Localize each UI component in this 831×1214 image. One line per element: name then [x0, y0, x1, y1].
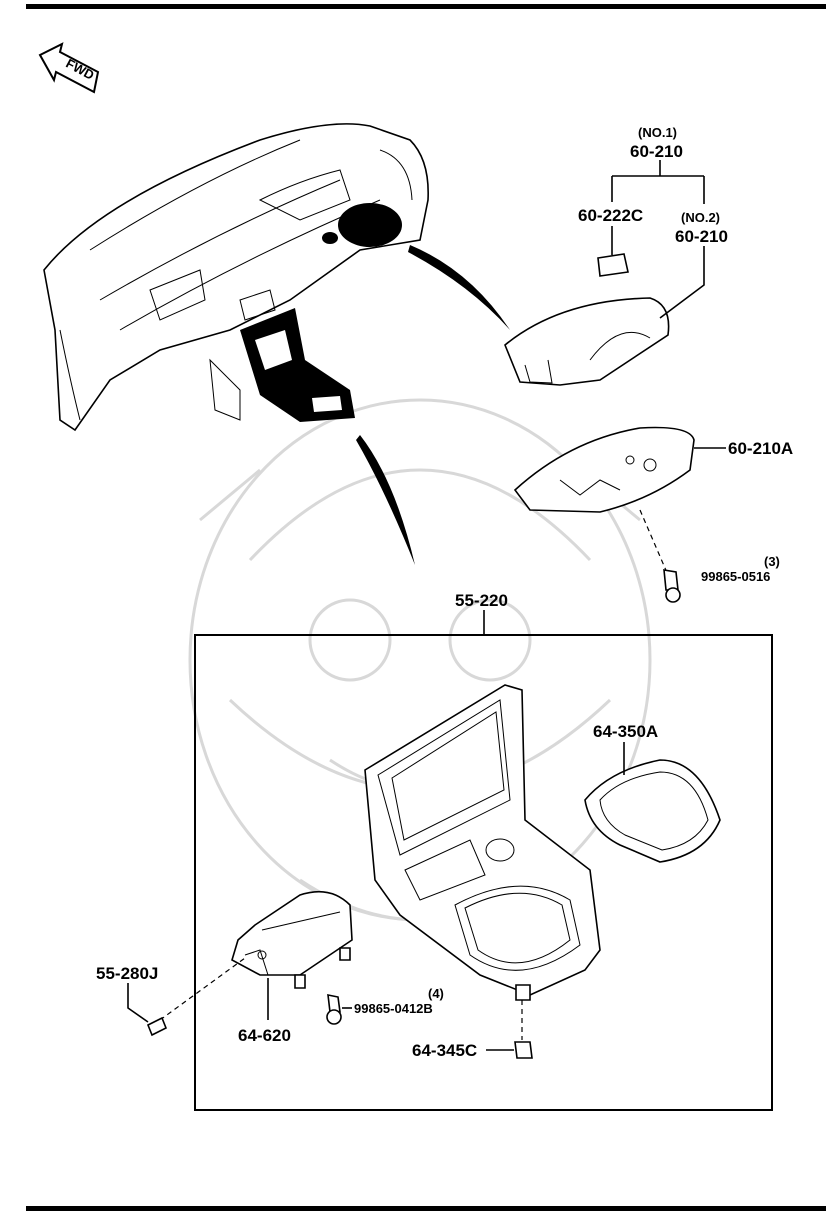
label-60-210-top: 60-210	[630, 142, 683, 161]
bottom-rule	[26, 1206, 826, 1211]
label-60-210-second: 60-210	[675, 227, 728, 246]
label-60-210a: 60-210A	[728, 439, 793, 458]
label-no2: (NO.2)	[681, 210, 720, 225]
label-55-220: 55-220	[455, 591, 508, 610]
part-64-620	[231, 890, 353, 989]
upper-column-cover	[504, 297, 670, 386]
leader-lines-top	[611, 160, 726, 449]
dashboard-illustration	[43, 123, 429, 432]
label-55-280j: 55-280J	[96, 964, 158, 983]
label-60-222c: 60-222C	[578, 206, 643, 225]
lower-column-cover	[513, 426, 695, 513]
fwd-arrow-icon: FWD	[38, 42, 100, 94]
clip-55-280j-icon	[146, 1016, 168, 1037]
label-64-350a: 64-350A	[593, 722, 658, 741]
label-64-620: 64-620	[238, 1026, 291, 1045]
part-60-222c-shape	[597, 253, 629, 277]
label-64-345c: 64-345C	[412, 1041, 477, 1060]
screw-0412b-icon	[326, 993, 342, 1025]
label-qty-4: (4)	[428, 986, 444, 1001]
clip-64-345c-icon	[514, 1041, 533, 1059]
steering-column-highlight	[338, 203, 402, 247]
label-qty-3: (3)	[764, 554, 780, 569]
label-no1: (NO.1)	[638, 125, 677, 140]
screw-0516-icon	[663, 569, 681, 603]
label-99865-0412b: 99865-0412B	[354, 1001, 433, 1016]
bezel-64-350a	[584, 759, 721, 863]
console-panel	[364, 684, 601, 1001]
pointer-arrow-upper	[408, 245, 510, 330]
pointer-arrow-lower	[356, 435, 415, 565]
top-rule	[26, 4, 826, 9]
label-99865-0516: 99865-0516	[701, 569, 770, 584]
